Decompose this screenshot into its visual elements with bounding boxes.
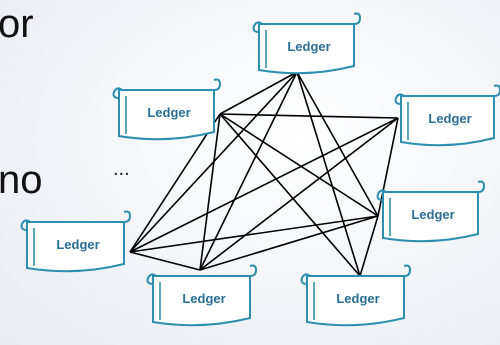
link-top-mid-right bbox=[296, 71, 379, 217]
scroll-top-roll bbox=[383, 180, 486, 193]
scroll-icon bbox=[306, 275, 405, 327]
scroll-curl bbox=[252, 21, 263, 33]
link-upper-left-bottom-right bbox=[219, 113, 361, 277]
link-top-bottom-center bbox=[199, 71, 298, 271]
scroll-icon bbox=[400, 95, 495, 147]
link-mid-right-bottom-center bbox=[199, 215, 379, 271]
link-upper-left-bottom-center bbox=[199, 113, 221, 271]
link-upper-left-left bbox=[129, 113, 221, 253]
ledger-node-mid-right: Ledger bbox=[376, 180, 486, 243]
ledger-label: Ledger bbox=[428, 111, 471, 126]
link-mid-right-bottom-right bbox=[359, 215, 379, 277]
ledger-label: Ledger bbox=[287, 39, 330, 54]
ellipsis-marker: ... bbox=[113, 158, 130, 180]
scroll-icon bbox=[382, 191, 479, 243]
ledger-label: Ledger bbox=[147, 105, 190, 120]
ledger-node-left: Ledger bbox=[20, 210, 132, 273]
link-upper-right-left bbox=[129, 117, 399, 253]
ledger-node-bottom-right: Ledger bbox=[300, 264, 412, 327]
ledger-label: Ledger bbox=[182, 291, 225, 306]
scroll-icon bbox=[152, 275, 251, 327]
scroll-curl bbox=[300, 273, 311, 285]
scroll-top-roll bbox=[27, 210, 132, 223]
scroll-curl bbox=[376, 189, 387, 201]
ledger-node-bottom-center: Ledger bbox=[146, 264, 258, 327]
ledger-label: Ledger bbox=[411, 207, 454, 222]
ledger-node-upper-left: Ledger bbox=[112, 78, 222, 141]
link-upper-right-bottom-center bbox=[199, 117, 399, 271]
scroll-curl bbox=[20, 219, 31, 231]
scroll-icon bbox=[118, 89, 215, 141]
cropped-text-line-2: no bbox=[0, 158, 43, 202]
scroll-top-roll bbox=[259, 12, 362, 25]
connection-lines bbox=[129, 71, 399, 277]
ledger-label: Ledger bbox=[336, 291, 379, 306]
link-top-bottom-right bbox=[296, 71, 361, 277]
ledger-node-upper-right: Ledger bbox=[394, 84, 500, 147]
link-top-upper-left bbox=[219, 71, 298, 115]
scroll-icon bbox=[258, 23, 355, 75]
scroll-top-roll bbox=[119, 78, 222, 91]
cropped-text-line-1: or bbox=[0, 2, 34, 46]
scroll-top-roll bbox=[153, 264, 258, 277]
link-left-bottom-center bbox=[129, 251, 201, 271]
link-upper-left-upper-right bbox=[219, 113, 399, 119]
scroll-top-roll bbox=[401, 84, 500, 97]
scroll-curl bbox=[146, 273, 157, 285]
ledger-node-top: Ledger bbox=[252, 12, 362, 75]
scroll-icon bbox=[26, 221, 125, 273]
scroll-top-roll bbox=[307, 264, 412, 277]
link-mid-right-left bbox=[129, 215, 379, 253]
scroll-curl bbox=[394, 93, 405, 105]
scroll-curl bbox=[112, 87, 123, 99]
ledger-label: Ledger bbox=[56, 237, 99, 252]
link-upper-left-mid-right bbox=[219, 113, 379, 217]
